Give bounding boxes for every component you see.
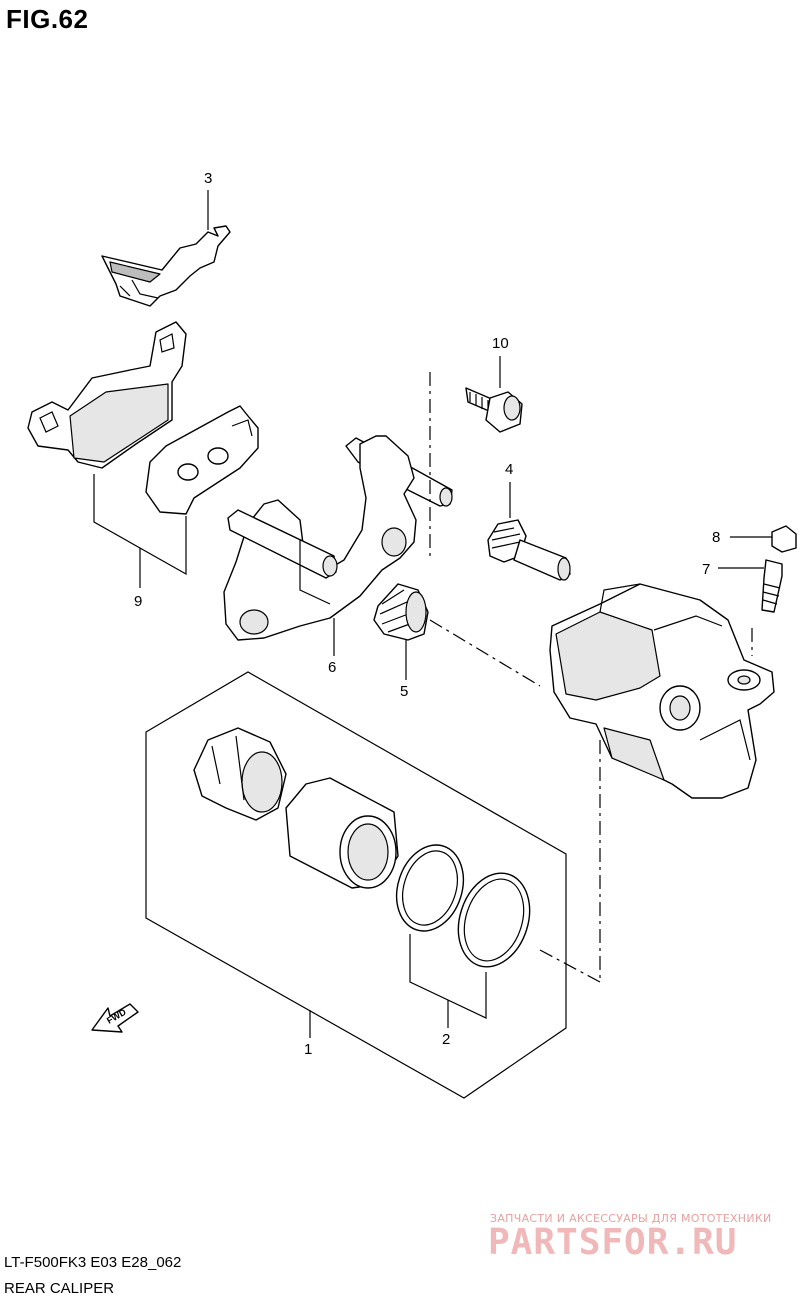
piston-insulator-part[interactable] — [193, 727, 287, 821]
caliper-bracket-part[interactable] — [223, 435, 453, 641]
model-code: LT-F500FK3 E03 E28_062 — [4, 1254, 182, 1271]
callout-9: 9 — [134, 593, 142, 610]
callout-2: 2 — [442, 1031, 450, 1048]
caliper-body-part[interactable] — [549, 583, 775, 799]
bleeder-valve-part[interactable] — [761, 559, 783, 613]
bleeder-cap-part[interactable] — [771, 525, 797, 553]
piston-part[interactable] — [285, 777, 399, 889]
brake-pad-outer-part[interactable] — [27, 321, 187, 469]
mounting-bolt-part[interactable] — [465, 387, 523, 433]
callout-5: 5 — [400, 683, 408, 700]
forward-arrow-icon: FWD — [91, 1003, 139, 1033]
pad-spring-part[interactable] — [101, 225, 231, 307]
watermark-tagline: ЗАПЧАСТИ И АКСЕССУАРЫ ДЛЯ МОТОТЕХНИКИ — [490, 1212, 772, 1225]
slide-pin-part[interactable] — [487, 519, 571, 581]
centerline-piston-b — [539, 949, 601, 983]
callout-1: 1 — [304, 1041, 312, 1058]
dust-seal-part[interactable] — [447, 864, 541, 976]
kit-box-outline — [145, 671, 567, 1099]
watermark-site: PARTSFOR.RU — [488, 1222, 738, 1263]
callout-4: 4 — [505, 461, 513, 478]
figure-title: FIG.62 — [6, 4, 89, 34]
callout-7: 7 — [702, 561, 710, 578]
brake-pad-inner-part[interactable] — [145, 405, 259, 515]
pin-boot-part[interactable] — [373, 583, 429, 641]
centerline-boot — [429, 619, 541, 687]
piston-seal-part[interactable] — [386, 836, 474, 939]
callout-3: 3 — [204, 170, 212, 187]
callout-10: 10 — [492, 335, 509, 352]
callout-8: 8 — [712, 529, 720, 546]
section-name: REAR CALIPER — [4, 1280, 115, 1297]
callout-6: 6 — [328, 659, 336, 676]
